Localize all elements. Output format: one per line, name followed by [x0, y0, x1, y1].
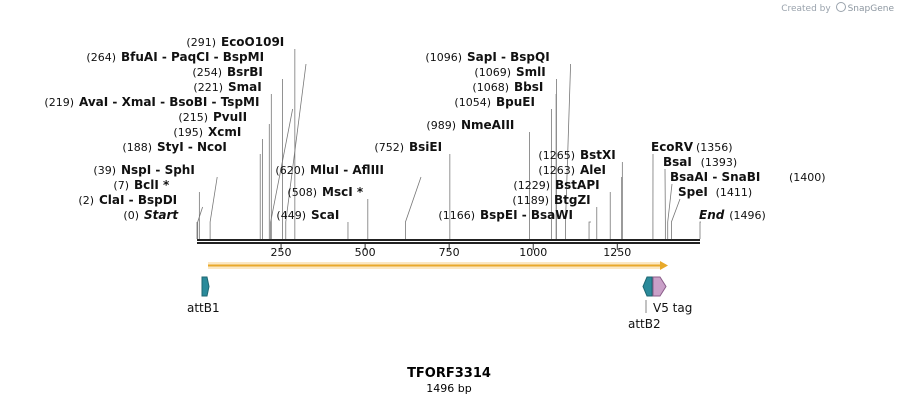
feature-label-attb1: attB1 — [187, 301, 220, 315]
ruler-tick-label: 750 — [439, 246, 460, 259]
cut-position-clai-bspdi: (2) — [78, 194, 94, 207]
cut-position-ecoo109i: (291) — [186, 36, 216, 49]
feature-label-v5-tag: V5 tag — [653, 301, 692, 315]
cut-position-bsai: (1393) — [701, 156, 738, 169]
cut-position-bspei-bsawi: (1166) — [438, 209, 475, 222]
cut-position-bfuai-paqci-bspmi: (264) — [86, 51, 116, 64]
cut-position-xcmi: (195) — [173, 126, 203, 139]
cut-position-smli: (1069) — [474, 66, 511, 79]
enzyme-name-msci[interactable]: MscI * — [322, 185, 364, 199]
credit-prefix: Created by — [781, 4, 831, 14]
cut-position-bstxi: (1265) — [538, 149, 575, 162]
enzyme-name-start[interactable]: Start — [144, 208, 179, 222]
enzyme-name-bstapi[interactable]: BstAPI — [555, 178, 600, 192]
cut-position-nmeaiii: (989) — [426, 119, 456, 132]
enzyme-name-end[interactable]: End — [699, 208, 725, 222]
enzyme-name-alei[interactable]: AleI — [580, 163, 606, 177]
enzyme-name-bfuai-paqci-bspmi[interactable]: BfuAI - PaqCI - BspMI — [121, 50, 264, 64]
ruler: 250 500 750 1000 1250 — [271, 244, 631, 259]
cut-position-bpuei: (1054) — [454, 96, 491, 109]
cut-site-leader — [699, 221, 701, 239]
cut-position-bstapi: (1229) — [513, 179, 550, 192]
cut-site-leader — [197, 206, 203, 239]
snapgene-logo-icon — [835, 2, 846, 12]
enzyme-name-ecorv[interactable]: EcoRV — [651, 140, 694, 154]
enzyme-name-nmeaiii[interactable]: NmeAIII — [461, 118, 514, 132]
feature-attb2[interactable]: attB2 — [628, 276, 661, 331]
cut-position-bsaai-snabi: (1400) — [789, 171, 826, 184]
feature-attb1[interactable]: attB1 — [187, 276, 220, 315]
cut-site-leader — [565, 63, 571, 239]
enzyme-name-bsrbi[interactable]: BsrBI — [227, 65, 263, 79]
cut-position-bbsi: (1068) — [472, 81, 509, 94]
ruler-tick-label: 250 — [271, 246, 292, 259]
cut-position-spei: (1411) — [716, 186, 753, 199]
cut-position-btgzi: (1189) — [512, 194, 549, 207]
enzyme-name-bsaai-snabi[interactable]: BsaAI - SnaBI — [670, 170, 760, 184]
cut-site-leader — [270, 108, 294, 239]
cut-site-leader — [667, 183, 673, 239]
enzyme-name-avai-xmai-bsobi-tspmi[interactable]: AvaI - XmaI - BsoBI - TspMI — [79, 95, 259, 109]
cut-position-bsrbi: (254) — [192, 66, 222, 79]
enzyme-name-bcli[interactable]: BclI * — [134, 178, 170, 192]
enzyme-name-pvuii[interactable]: PvuII — [213, 110, 247, 124]
enzyme-name-bstxi[interactable]: BstXI — [580, 148, 616, 162]
cut-position-alei: (1263) — [538, 164, 575, 177]
cut-position-end: (1496) — [729, 209, 766, 222]
ruler-tick-label: 1000 — [519, 246, 547, 259]
enzyme-name-bpuei[interactable]: BpuEI — [496, 95, 535, 109]
enzyme-name-styi-ncoi[interactable]: StyI - NcoI — [157, 140, 227, 154]
cut-site-labels: EcoO109I (291)BfuAI - PaqCI - BspMI (264) B… — [44, 35, 825, 222]
enzyme-name-clai-bspdi[interactable]: ClaI - BspDI — [99, 193, 177, 207]
enzyme-name-btgzi[interactable]: BtgZI — [554, 193, 591, 207]
enzyme-name-nspi-sphi[interactable]: NspI - SphI — [121, 163, 195, 177]
cut-site-leaders — [196, 49, 701, 239]
cut-position-nspi-sphi: (39) — [93, 164, 116, 177]
enzyme-name-mlui-afliii[interactable]: MluI - AflIII — [310, 163, 384, 177]
cut-position-avai-xmai-bsobi-tspmi: (219) — [44, 96, 74, 109]
cut-position-bcli: (7) — [113, 179, 129, 192]
credit-brand: SnapGene — [847, 4, 894, 14]
sequence-name: TFORF3314 — [407, 366, 491, 381]
snapgene-credit: Created by SnapGene — [781, 2, 894, 14]
cut-position-scai: (449) — [276, 209, 306, 222]
enzyme-name-bsiei[interactable]: BsiEI — [409, 140, 442, 154]
enzyme-name-bspei-bsawi[interactable]: BspEI - BsaWI — [480, 208, 573, 222]
cut-site-leader — [405, 176, 422, 239]
cut-site-leader — [209, 176, 218, 239]
enzyme-name-bsai[interactable]: BsaI — [663, 155, 692, 169]
cut-position-smai: (221) — [193, 81, 223, 94]
ruler-tick-label: 1250 — [603, 246, 631, 259]
ruler-tick-label: 500 — [355, 246, 376, 259]
enzyme-name-bbsi[interactable]: BbsI — [514, 80, 543, 94]
enzyme-name-smli[interactable]: SmlI — [516, 65, 546, 79]
cut-position-pvuii: (215) — [178, 111, 208, 124]
enzyme-name-spei[interactable]: SpeI — [678, 185, 708, 199]
enzyme-name-xcmi[interactable]: XcmI — [208, 125, 241, 139]
cut-position-start: (0) — [123, 209, 139, 222]
cut-site-leader — [671, 198, 681, 239]
cut-position-bsiei: (752) — [374, 141, 404, 154]
feature-v5-tag[interactable]: V5 tag — [652, 276, 692, 315]
sequence-length: 1496 bp — [426, 382, 472, 395]
feature-label-attb2: attB2 — [628, 317, 661, 331]
cut-position-sapi-bspqi: (1096) — [425, 51, 462, 64]
cut-position-styi-ncoi: (188) — [122, 141, 152, 154]
enzyme-name-smai[interactable]: SmaI — [228, 80, 262, 94]
enzyme-name-scai[interactable]: ScaI — [311, 208, 339, 222]
enzyme-name-ecoo109i[interactable]: EcoO109I — [221, 35, 284, 49]
cut-site-leader — [285, 63, 307, 239]
cut-position-mlui-afliii: (620) — [275, 164, 305, 177]
cut-position-ecorv: (1356) — [696, 141, 733, 154]
cut-position-msci: (508) — [287, 186, 317, 199]
cut-site-leader — [588, 221, 591, 239]
enzyme-name-sapi-bspqi[interactable]: SapI - BspQI — [467, 50, 550, 64]
orf-arrow[interactable] — [208, 261, 668, 270]
